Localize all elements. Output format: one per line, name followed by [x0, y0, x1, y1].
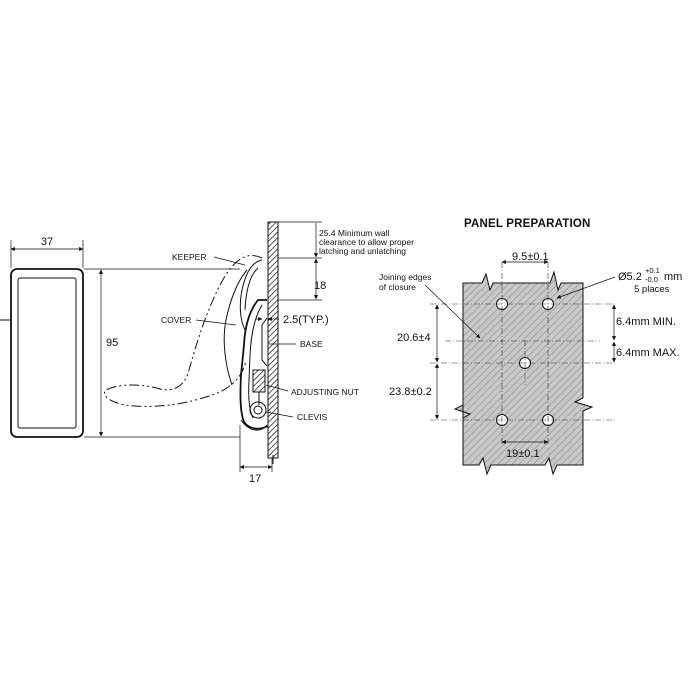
- adjusting-nut-label: ADJUSTING NUT: [291, 387, 359, 397]
- latch-base: [239, 299, 269, 430]
- latch-cover: [223, 269, 248, 386]
- latch-front-outline: [10, 268, 84, 438]
- adjusting-nut: [252, 369, 266, 393]
- hole-count-label: 5 places: [634, 284, 670, 295]
- front-view: 37 95: [0, 236, 240, 438]
- base-label: BASE: [300, 339, 323, 349]
- dim-23-8-label: 23.8±0.2: [389, 386, 432, 398]
- dim-20-6-label: 20.6±4: [397, 332, 431, 344]
- front-height-label: 95: [106, 337, 118, 349]
- latch-front-inner: [17, 277, 77, 429]
- hole-diameter-unit: mm: [664, 271, 682, 283]
- dim-17-label: 17: [249, 473, 261, 485]
- cover-label: COVER: [161, 315, 191, 325]
- hole-tolerance-upper: +0.1: [645, 266, 660, 275]
- clevis-label: CLEVIS: [297, 412, 328, 422]
- clearance-note-line-3: latching and unlatching: [319, 246, 406, 256]
- keeper-arm: [239, 259, 263, 331]
- keeper-open-outline: [104, 255, 263, 407]
- panel-preparation: PANEL PREPARATION 9.5±0.1 Ø5.2 +0.1 -0.0…: [379, 218, 682, 476]
- front-width-label: 37: [41, 236, 53, 248]
- side-view: 18 25.4 Minimum wall clearance to allow …: [104, 221, 414, 485]
- clearance-note-line-2: clearance to allow proper: [319, 237, 414, 247]
- hole-spacing-bottom-label: 19±0.1: [506, 448, 540, 460]
- dim-18-label: 18: [314, 280, 326, 292]
- panel-plate: [453, 270, 594, 476]
- joining-note-line-1: Joining edges: [379, 272, 431, 282]
- clevis: [249, 401, 267, 419]
- min-gap-label: 6.4mm MIN.: [616, 316, 676, 328]
- joining-note-line-2: of closure: [379, 282, 416, 292]
- keeper-label: KEEPER: [172, 252, 207, 262]
- clearance-note-line-1: 25.4 Minimum wall: [319, 228, 389, 238]
- max-gap-label: 6.4mm MAX.: [616, 347, 680, 359]
- hole-diameter-label: Ø5.2: [618, 271, 642, 283]
- panel-preparation-title: PANEL PREPARATION: [464, 218, 591, 230]
- hole-tolerance-lower: -0.0: [645, 275, 658, 284]
- mounting-wall: [267, 221, 279, 459]
- hole-spacing-top-label: 9.5±0.1: [512, 251, 549, 263]
- typ-dim-label: 2.5(TYP.): [283, 314, 329, 326]
